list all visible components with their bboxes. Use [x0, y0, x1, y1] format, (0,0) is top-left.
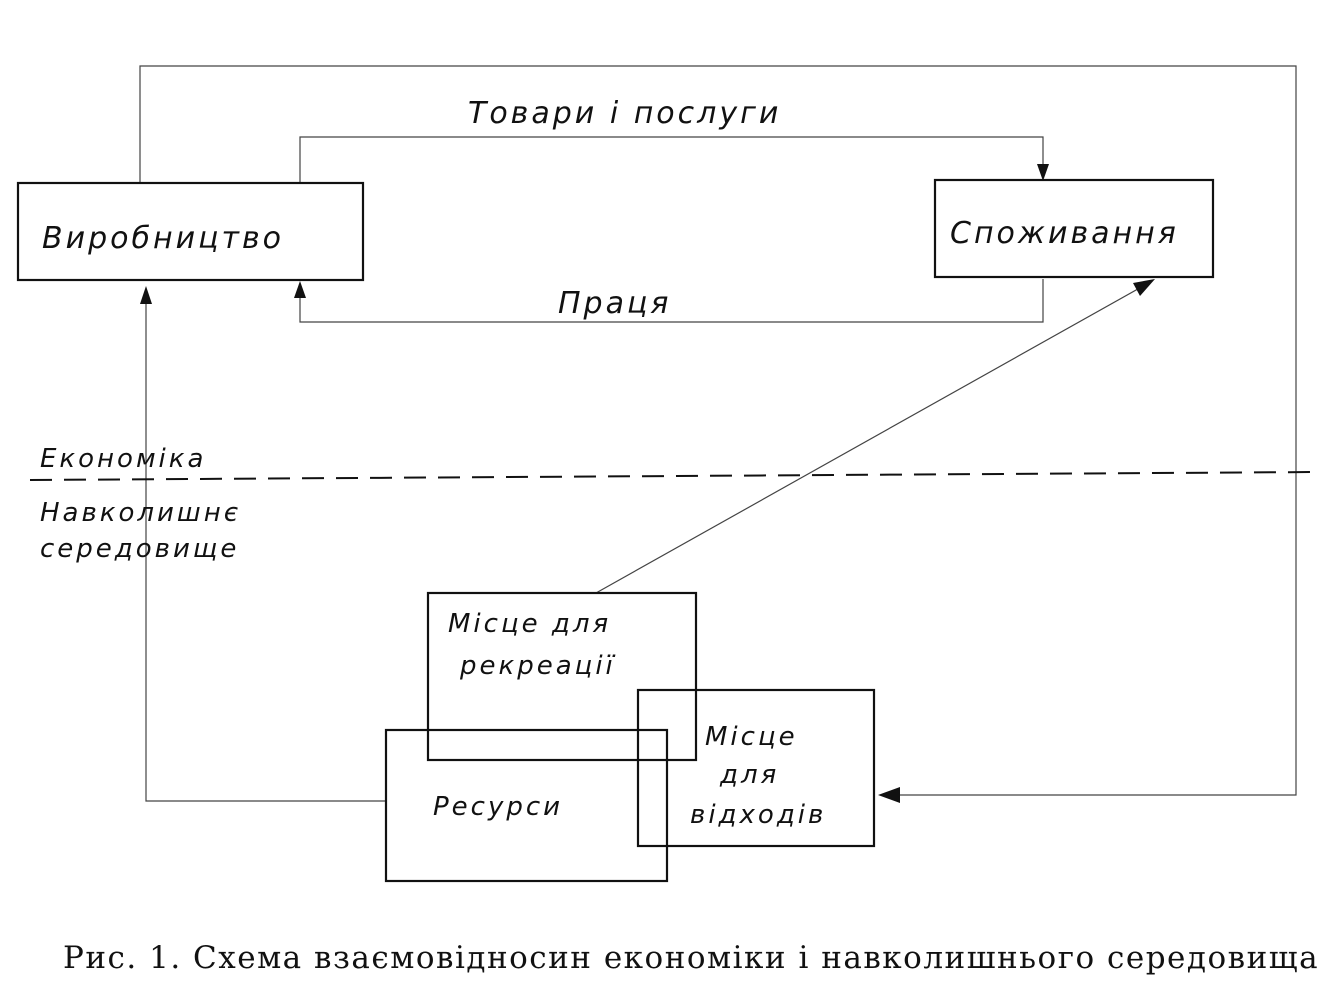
production-box	[16, 181, 365, 282]
outer-loop-arrowhead	[878, 787, 900, 803]
resources-flow-arrowhead	[140, 286, 152, 304]
resources-box	[384, 728, 669, 883]
environment-zone-label-line-1: Навколишнє	[40, 498, 241, 528]
recreation-box	[426, 591, 698, 762]
goods-flow-line	[299, 136, 1044, 183]
production-label: Виробництво	[42, 221, 284, 256]
recreation-label-line-1: Місце для	[448, 609, 611, 639]
labor-flow-line	[299, 279, 1044, 323]
consumption-label: Споживання	[950, 216, 1179, 251]
resources-flow-line	[145, 298, 386, 802]
labor-label: Праця	[558, 286, 671, 321]
waste-label-line-1: Місце	[705, 722, 798, 752]
waste-label-line-2: для	[719, 760, 779, 790]
figure-caption: Рис. 1. Схема взаємовідносин економіки і…	[63, 940, 1319, 976]
outer-loop-line	[139, 65, 1297, 796]
waste-box	[636, 688, 876, 848]
economy-zone-label: Економіка	[40, 444, 206, 474]
waste-label-line-3: відходів	[690, 800, 826, 830]
environment-zone-label-line-2: середовище	[40, 534, 239, 564]
goods-services-label: Товари і послуги	[468, 96, 781, 131]
recreation-label-line-2: рекреації	[459, 651, 616, 681]
labor-flow-arrowhead	[294, 281, 306, 298]
economy-environment-boundary	[29, 471, 1319, 481]
recreation-flow-arrowhead	[1133, 279, 1155, 296]
goods-flow-arrowhead	[1037, 164, 1049, 181]
resources-label: Ресурси	[433, 792, 563, 822]
recreation-flow-line	[595, 284, 1146, 594]
consumption-box	[933, 178, 1215, 279]
